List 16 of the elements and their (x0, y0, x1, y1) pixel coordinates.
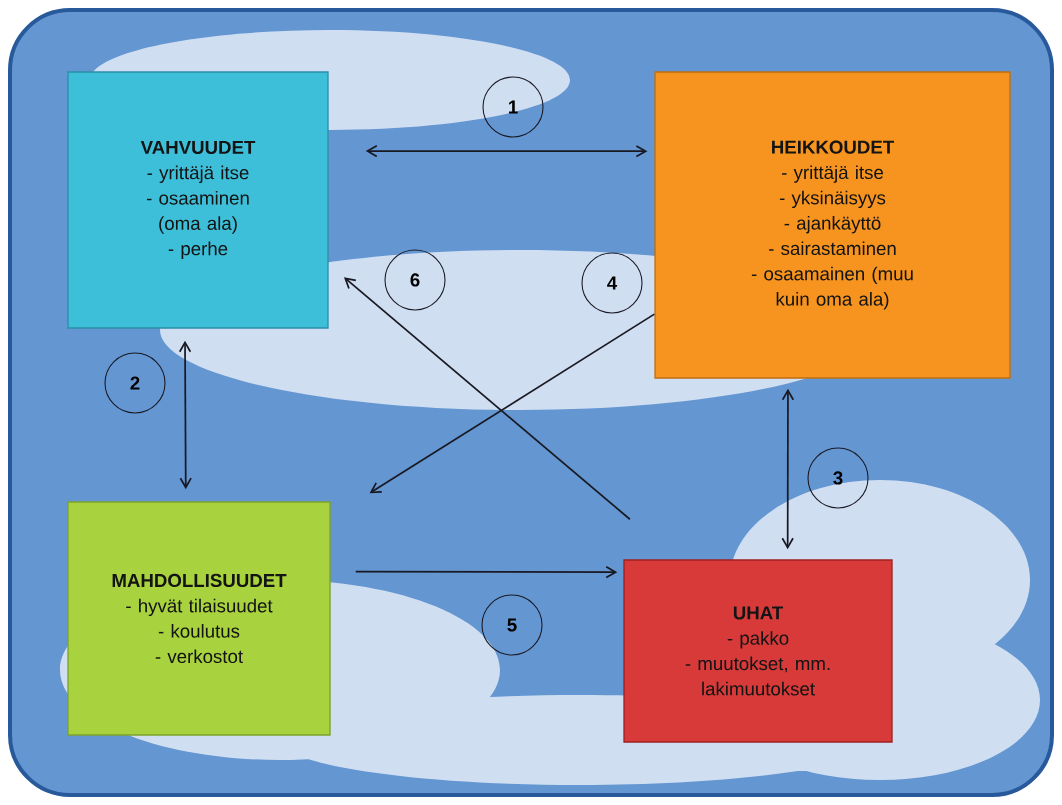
edge-label: 1 (482, 76, 544, 138)
edge-label: 4 (581, 252, 643, 314)
arrow (178, 340, 192, 490)
swot-box: HEIKKOUDET - yrittäjä itse - yksinäisyys - ajankäyttö - sairastaminen - osaamainen (muu kuin oma ala) (654, 71, 1011, 379)
edge-label: 6 (384, 249, 446, 311)
arrow (369, 313, 656, 494)
arrow (365, 144, 648, 158)
arrow (781, 388, 795, 550)
arrow (354, 565, 618, 579)
edge-label: 5 (481, 594, 543, 656)
swot-box: UHAT - pakko - muutokset, mm. lakimuutokset (623, 559, 893, 743)
arrow (343, 277, 631, 521)
swot-box: MAHDOLLISUUDET - hyvät tilaisuudet - koulutus - verkostot (67, 501, 331, 736)
swot-box: VAHVUUDET - yrittäjä itse - osaaminen (oma ala) - perhe (67, 71, 329, 329)
edge-label: 2 (104, 352, 166, 414)
edge-label: 3 (807, 447, 869, 509)
